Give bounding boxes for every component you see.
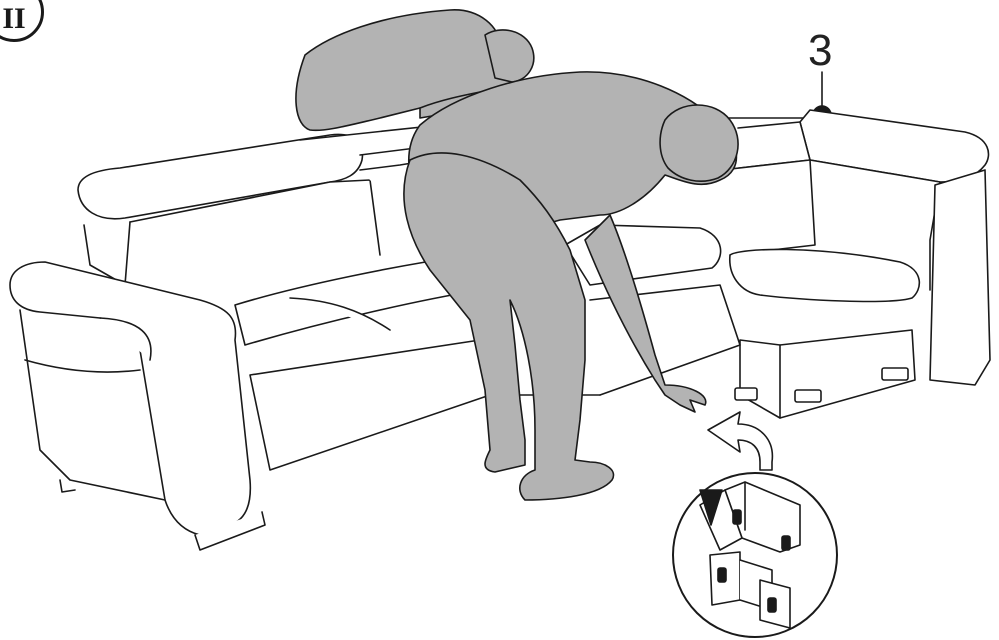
sofa-corner-module bbox=[721, 109, 991, 419]
connector-detail-inset bbox=[672, 472, 838, 638]
sofa-left-armrest bbox=[9, 261, 266, 551]
callout-number: 3 bbox=[808, 26, 833, 75]
person-bending-figure bbox=[403, 71, 739, 501]
curved-arrow-icon bbox=[707, 411, 774, 471]
step-number-badge: II bbox=[0, 0, 44, 42]
arrow-down-icon bbox=[699, 489, 723, 526]
